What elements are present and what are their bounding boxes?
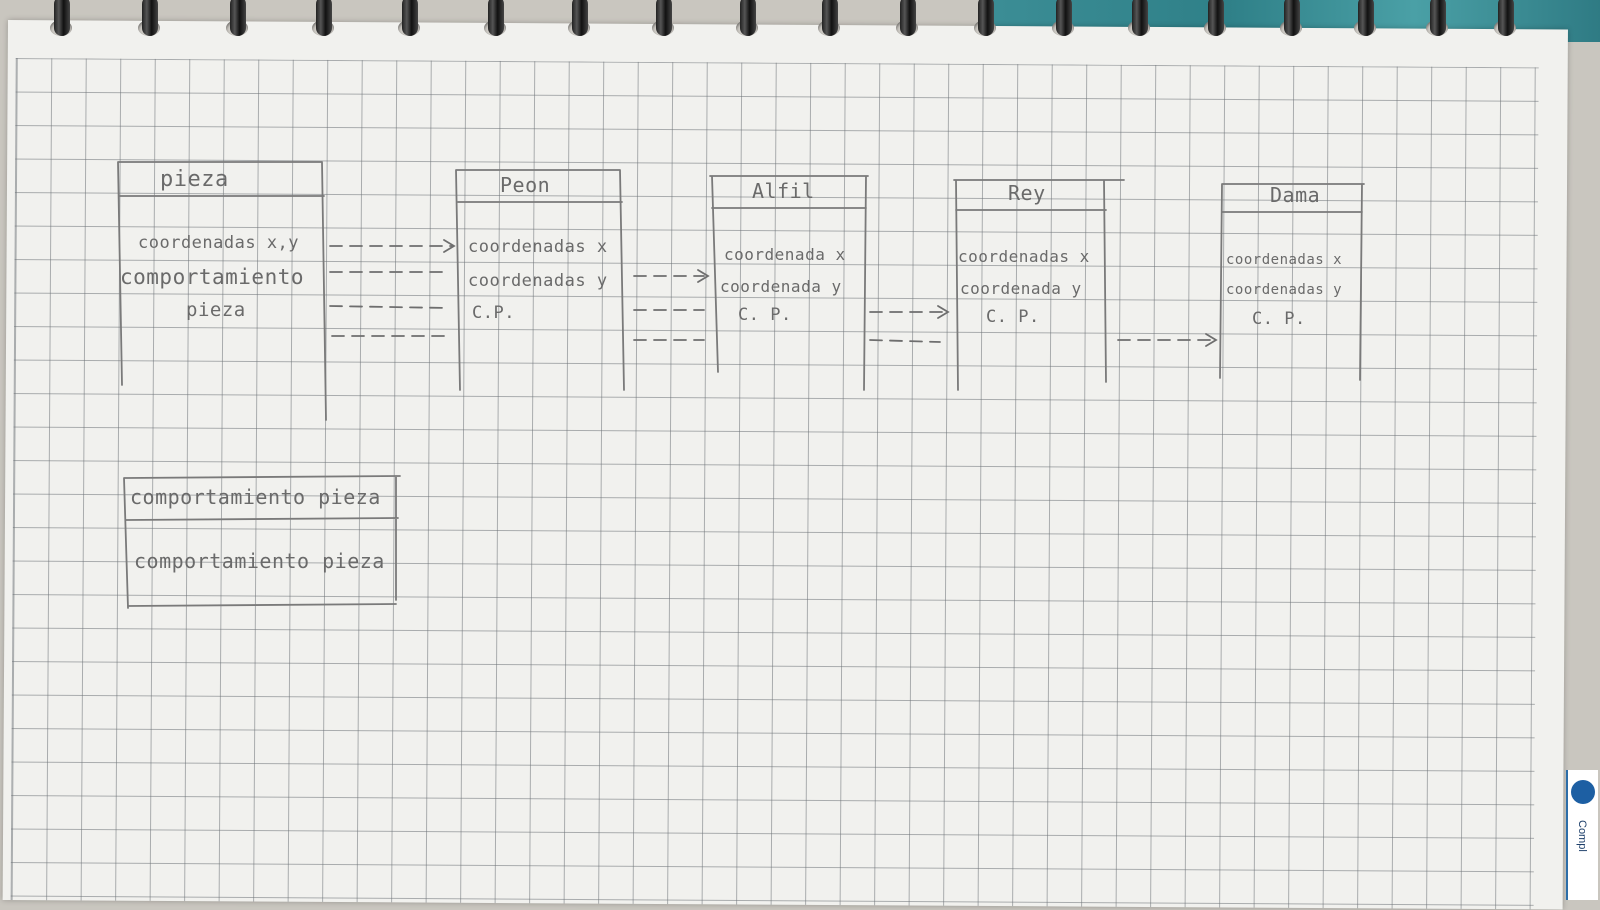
spiral-ring xyxy=(656,0,672,36)
arrowhead xyxy=(443,239,456,253)
class-attr: C.P. xyxy=(472,303,515,323)
class-box-peon xyxy=(455,169,625,391)
class-attr: C. P. xyxy=(738,305,792,325)
spiral-ring xyxy=(1430,0,1446,36)
class-attr: C. P. xyxy=(1252,309,1306,329)
class-title-peon: Peon xyxy=(500,173,550,197)
class-box-pieza xyxy=(117,161,327,421)
cover-text: Compl xyxy=(1576,820,1588,852)
arrowhead xyxy=(937,305,950,319)
class-attr: coordenadas x xyxy=(958,247,1090,266)
spiral-ring xyxy=(822,0,838,36)
class-attr: coordenadas x xyxy=(468,237,608,257)
spiral-ring xyxy=(402,0,418,36)
connector-line xyxy=(329,305,449,309)
spiral-ring xyxy=(900,0,916,36)
class-attr: coordenadas x xyxy=(1226,252,1342,268)
spiral-ring xyxy=(1498,0,1514,36)
class-box-rey xyxy=(953,179,1125,391)
spiral-ring xyxy=(1132,0,1148,36)
connector-line xyxy=(869,339,941,343)
spiral-ring xyxy=(316,0,332,36)
class-attr: comportamiento xyxy=(120,265,304,289)
spiral-ring xyxy=(488,0,504,36)
class-attr: coordenadas x,y xyxy=(138,233,299,253)
class-title-pieza: pieza xyxy=(160,167,229,192)
spiral-ring xyxy=(1358,0,1374,36)
class-attr: comportamiento pieza xyxy=(134,549,385,573)
class-attr: C. P. xyxy=(986,307,1040,327)
class-attr: coordenadas y xyxy=(468,271,608,291)
spiral-ring xyxy=(1284,0,1300,36)
class-attr: coordenadas y xyxy=(1226,282,1342,298)
class-box-alfil xyxy=(709,175,869,391)
arrowhead xyxy=(697,269,710,283)
spiral-ring xyxy=(54,0,70,36)
spiral-ring xyxy=(978,0,994,36)
class-attr: coordenada x xyxy=(724,245,846,264)
class-attr: pieza xyxy=(186,299,246,321)
arrowhead xyxy=(1205,333,1218,347)
spiral-ring xyxy=(1208,0,1224,36)
spiral-ring xyxy=(230,0,246,36)
class-title-rey: Rey xyxy=(1008,181,1046,205)
class-attr: coordenada y xyxy=(960,279,1082,298)
spiral-binding xyxy=(0,0,1600,70)
spiral-ring xyxy=(572,0,588,36)
class-title-comportamiento: comportamiento pieza xyxy=(130,485,381,509)
spiral-ring xyxy=(740,0,756,36)
spiral-ring xyxy=(1056,0,1072,36)
notebook-back-cover: Compl xyxy=(1566,770,1598,900)
class-box-dama xyxy=(1219,183,1365,381)
class-title-alfil: Alfil xyxy=(752,179,815,203)
class-attr: coordenada y xyxy=(720,277,842,296)
class-title-dama: Dama xyxy=(1270,183,1320,207)
class-box-comportamiento xyxy=(123,475,401,609)
brand-logo-icon xyxy=(1571,780,1595,804)
spiral-ring xyxy=(142,0,158,36)
